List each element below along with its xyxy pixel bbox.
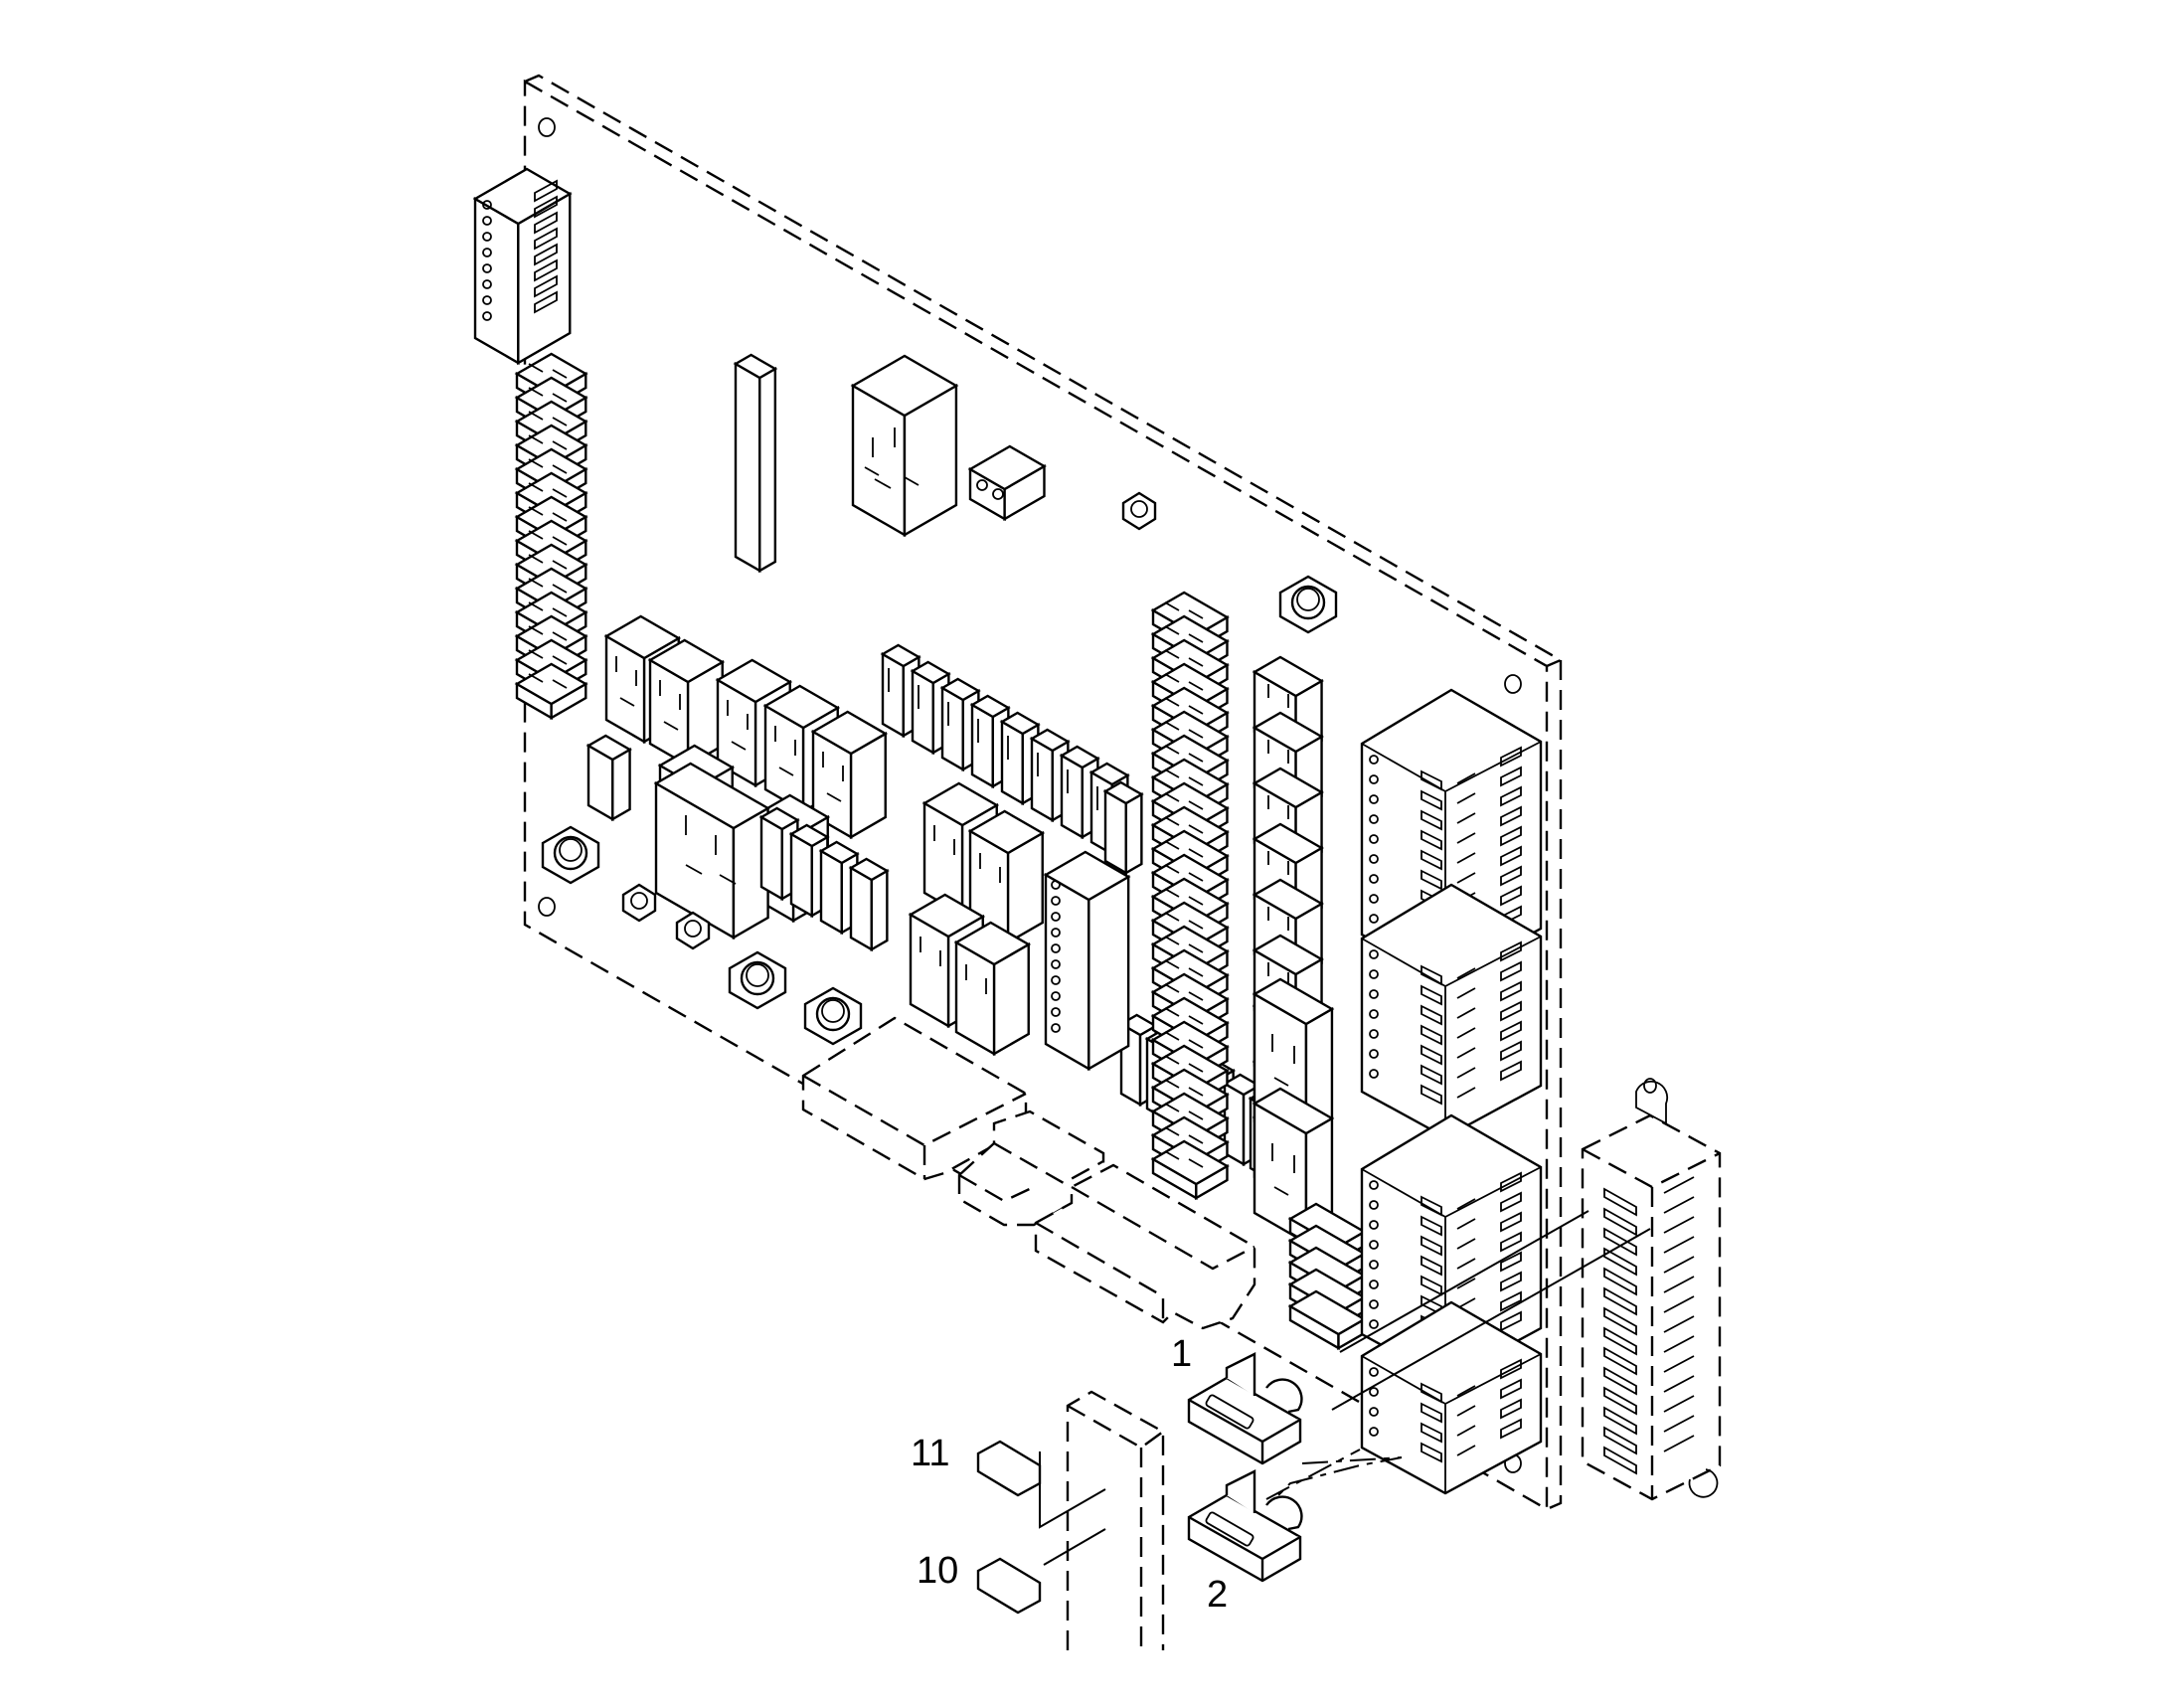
relay-module — [953, 921, 1032, 1057]
fuse-blade-window — [1205, 1394, 1254, 1430]
connector-slot — [1603, 1326, 1637, 1356]
nut — [675, 911, 711, 950]
connector-slot — [1603, 1406, 1637, 1436]
connector-slot — [1603, 1306, 1637, 1336]
callout-11: 11 — [911, 1433, 949, 1474]
two-pin-connector — [967, 444, 1047, 522]
edge-connector-detached — [1581, 1078, 1722, 1501]
standoff — [541, 825, 600, 885]
hanger-hole — [1643, 1078, 1657, 1094]
terminal-strip-center — [1043, 850, 1131, 1072]
mounting-hole — [1504, 674, 1522, 694]
terminal-module — [1360, 883, 1543, 1139]
connector-slot — [1603, 1426, 1637, 1455]
label-plate-11[interactable] — [976, 1440, 1042, 1497]
terminal-tab — [1150, 1139, 1230, 1201]
board-components — [472, 167, 1367, 1351]
label-plate-10[interactable] — [976, 1557, 1042, 1615]
mounting-hole — [538, 897, 556, 917]
pin-header-tall — [733, 353, 778, 574]
connector-slot — [1603, 1187, 1637, 1217]
connector-slot — [1603, 1267, 1637, 1296]
relay-socket-top — [850, 354, 959, 538]
standoff — [803, 986, 863, 1046]
fuse-holder — [1029, 728, 1071, 823]
terminal-module-stack — [1360, 688, 1543, 1495]
nut — [621, 883, 657, 923]
relay-module — [647, 638, 726, 769]
fuse-blade-window — [1205, 1511, 1254, 1547]
fuse-holder — [788, 823, 830, 919]
fuse-holder — [1102, 780, 1144, 876]
connector-slot — [1603, 1227, 1637, 1257]
relay-module — [810, 710, 889, 840]
terminal-tab — [514, 662, 588, 721]
fuse-item-2[interactable] — [1187, 1469, 1303, 1583]
callout-2: 2 — [1207, 1574, 1228, 1616]
fuse-item-1[interactable] — [1187, 1352, 1303, 1465]
terminal-module — [1360, 1300, 1543, 1495]
mounting-hole — [538, 117, 556, 137]
connector-slot — [1603, 1386, 1637, 1416]
standoff-group — [541, 491, 1338, 1046]
relay-socket-large — [653, 762, 770, 940]
connector-slot — [1603, 1286, 1637, 1316]
nut — [1121, 491, 1157, 531]
enclosure-rail — [1066, 1390, 1165, 1650]
connector-slot — [1603, 1446, 1637, 1475]
callout-labels: 1 2 10 11 — [911, 1333, 1228, 1616]
standoff — [1278, 575, 1338, 634]
standoff — [728, 950, 787, 1010]
terminal-block-bottom-small — [957, 1110, 1105, 1227]
fuse-holder-small — [585, 734, 632, 822]
connector-slot — [1603, 1346, 1637, 1376]
terminal-block-bottom-right — [1034, 1163, 1256, 1330]
connector-slot — [1603, 1366, 1637, 1396]
callout-10: 10 — [917, 1550, 958, 1592]
connector-slot — [1603, 1207, 1637, 1237]
fuse-holder — [848, 857, 890, 952]
callout-1: 1 — [1171, 1333, 1192, 1375]
connector-top-left — [472, 167, 573, 366]
